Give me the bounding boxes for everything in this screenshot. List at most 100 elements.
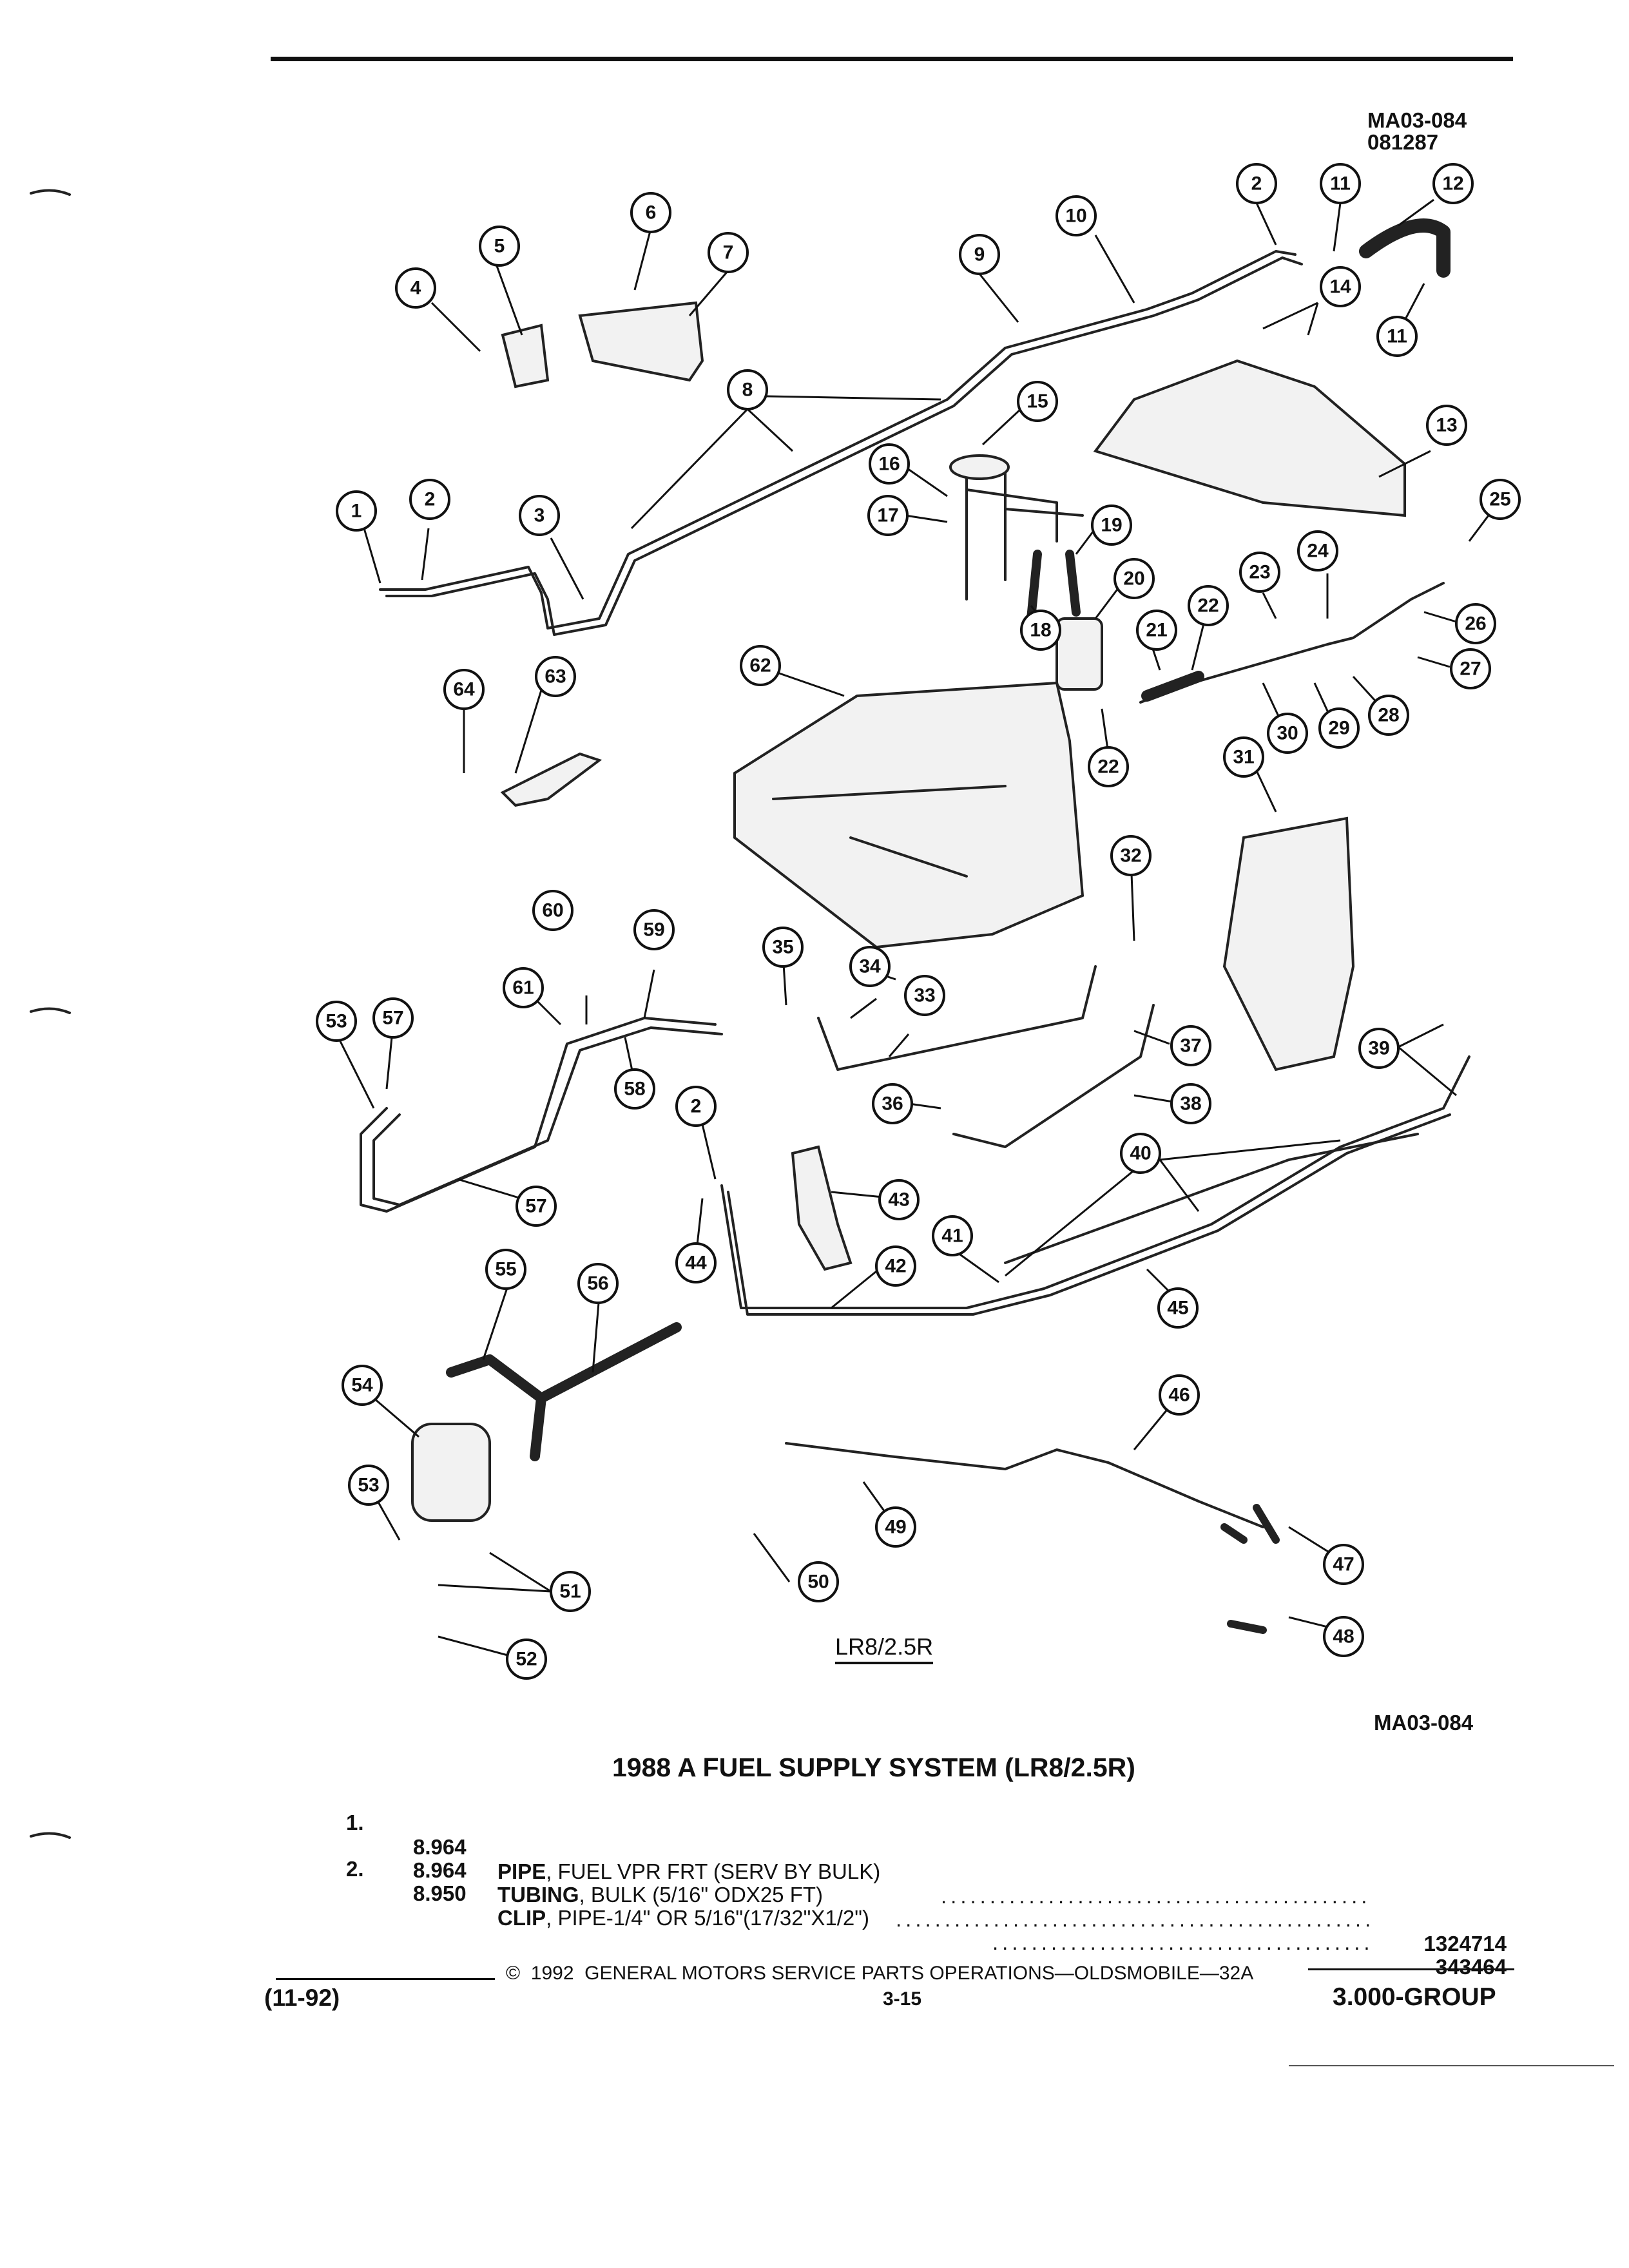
callout-38: 38	[1170, 1083, 1211, 1124]
callout-62: 62	[740, 645, 781, 686]
callout-11: 11	[1320, 163, 1361, 204]
svg-text:33: 33	[914, 985, 935, 1006]
svg-text:54: 54	[351, 1375, 373, 1396]
svg-text:5: 5	[494, 236, 505, 257]
date-code: (11-92)	[264, 1984, 340, 2011]
svg-text:40: 40	[1130, 1143, 1151, 1164]
svg-text:41: 41	[941, 1225, 963, 1247]
svg-text:19: 19	[1101, 515, 1122, 536]
callout-10: 10	[1055, 195, 1097, 236]
callout-26: 26	[1455, 603, 1496, 644]
part-desc: , FUEL VPR FRT (SERV BY BULK)	[546, 1860, 881, 1883]
page-number: 3-15	[883, 1988, 922, 2010]
rear-fuel-pipes-2	[727, 1113, 1451, 1316]
callout-15: 15	[1017, 381, 1058, 422]
svg-text:8: 8	[742, 380, 753, 401]
svg-text:2: 2	[1251, 173, 1262, 195]
svg-text:4: 4	[410, 278, 421, 299]
svg-text:32: 32	[1120, 845, 1141, 867]
callout-13: 13	[1426, 405, 1467, 446]
canister-hoses	[446, 1322, 682, 1461]
callout-1: 1	[336, 490, 377, 532]
figure-date: 081287	[1367, 130, 1439, 154]
svg-text:38: 38	[1180, 1093, 1201, 1115]
callout-33: 33	[904, 975, 945, 1016]
front-fuel-pipe	[385, 256, 1303, 636]
tank-bracket	[500, 752, 602, 807]
leader-dots: ........................................…	[896, 1907, 1375, 1931]
svg-text:29: 29	[1328, 718, 1349, 739]
svg-text:6: 6	[646, 202, 657, 224]
svg-text:18: 18	[1030, 620, 1051, 641]
part-code: 8.964	[413, 1858, 467, 1882]
svg-text:31: 31	[1233, 747, 1254, 768]
svg-text:35: 35	[772, 937, 793, 958]
svg-text:11: 11	[1387, 326, 1407, 347]
lower-connectors	[1220, 1504, 1280, 1634]
svg-text:17: 17	[877, 505, 898, 526]
group-label: 3.000-GROUP	[1333, 1983, 1496, 2011]
copyright: © 1992 GENERAL MOTORS SERVICE PARTS OPER…	[506, 1963, 1254, 1984]
callout-20: 20	[1113, 558, 1155, 599]
svg-text:62: 62	[749, 655, 771, 677]
part-name: CLIP	[497, 1906, 546, 1930]
callout-63: 63	[535, 656, 576, 697]
section-title: 1988 A FUEL SUPPLY SYSTEM (LR8/2.5R)	[612, 1753, 1135, 1782]
callout-35: 35	[762, 927, 804, 968]
callout-6: 6	[630, 192, 671, 233]
callout-3: 3	[519, 495, 560, 536]
footer-rule-right	[1308, 1968, 1514, 1970]
callout-23: 23	[1239, 552, 1280, 593]
pipe-bracket	[791, 1145, 853, 1271]
callout-45: 45	[1157, 1287, 1199, 1329]
svg-text:27: 27	[1460, 658, 1481, 680]
fuel-tank	[733, 681, 1084, 949]
tank-contour	[772, 785, 1007, 878]
svg-text:42: 42	[885, 1256, 906, 1277]
part-code: 8.950	[413, 1881, 467, 1905]
callout-57b: 57	[516, 1186, 557, 1227]
svg-text:20: 20	[1123, 568, 1144, 590]
svg-text:53: 53	[358, 1475, 379, 1496]
callout-29: 29	[1318, 707, 1360, 749]
heat-shield	[1093, 359, 1406, 517]
margin-mark	[30, 189, 71, 196]
callout-42: 42	[875, 1245, 916, 1287]
callout-59: 59	[633, 909, 675, 950]
svg-text:28: 28	[1378, 705, 1399, 726]
svg-text:24: 24	[1307, 541, 1329, 562]
svg-text:57: 57	[382, 1008, 403, 1029]
leader-dots: .......................................	[992, 1930, 1374, 1954]
callout-52: 52	[506, 1639, 547, 1680]
svg-text:46: 46	[1168, 1385, 1190, 1406]
part-number: 343464	[1435, 1955, 1507, 1979]
svg-text:2: 2	[425, 489, 436, 510]
callout-22b: 22	[1088, 746, 1129, 787]
callout-9: 9	[959, 234, 1000, 275]
svg-text:47: 47	[1333, 1554, 1354, 1575]
callout-55: 55	[485, 1249, 526, 1290]
fuel-filter	[1055, 617, 1103, 691]
callout-36: 36	[872, 1083, 913, 1124]
callout-2: 2	[409, 479, 450, 520]
part-ref: 2.	[346, 1857, 364, 1881]
callout-21: 21	[1136, 610, 1177, 651]
callout-47: 47	[1323, 1544, 1364, 1585]
part-description: PIPE, FUEL VPR FRT (SERV BY BULK)	[497, 1860, 880, 1884]
svg-text:49: 49	[885, 1517, 906, 1538]
svg-text:45: 45	[1167, 1298, 1188, 1319]
callout-56: 56	[577, 1263, 619, 1304]
part-desc: , BULK (5/16" ODX25 FT)	[579, 1883, 824, 1907]
evap-canister	[411, 1423, 491, 1522]
callout-53b: 53	[348, 1465, 389, 1506]
part-description: TUBING, BULK (5/16" ODX25 FT)	[497, 1883, 823, 1907]
callout-2b: 2	[1236, 163, 1277, 204]
fuel-hose	[1359, 218, 1451, 278]
margin-mark	[30, 1832, 71, 1839]
bracket-upper	[578, 301, 704, 382]
part-name: TUBING	[497, 1883, 579, 1907]
tank-heat-shield	[1222, 816, 1355, 1072]
svg-text:23: 23	[1249, 562, 1270, 583]
callout-14: 14	[1320, 266, 1361, 307]
